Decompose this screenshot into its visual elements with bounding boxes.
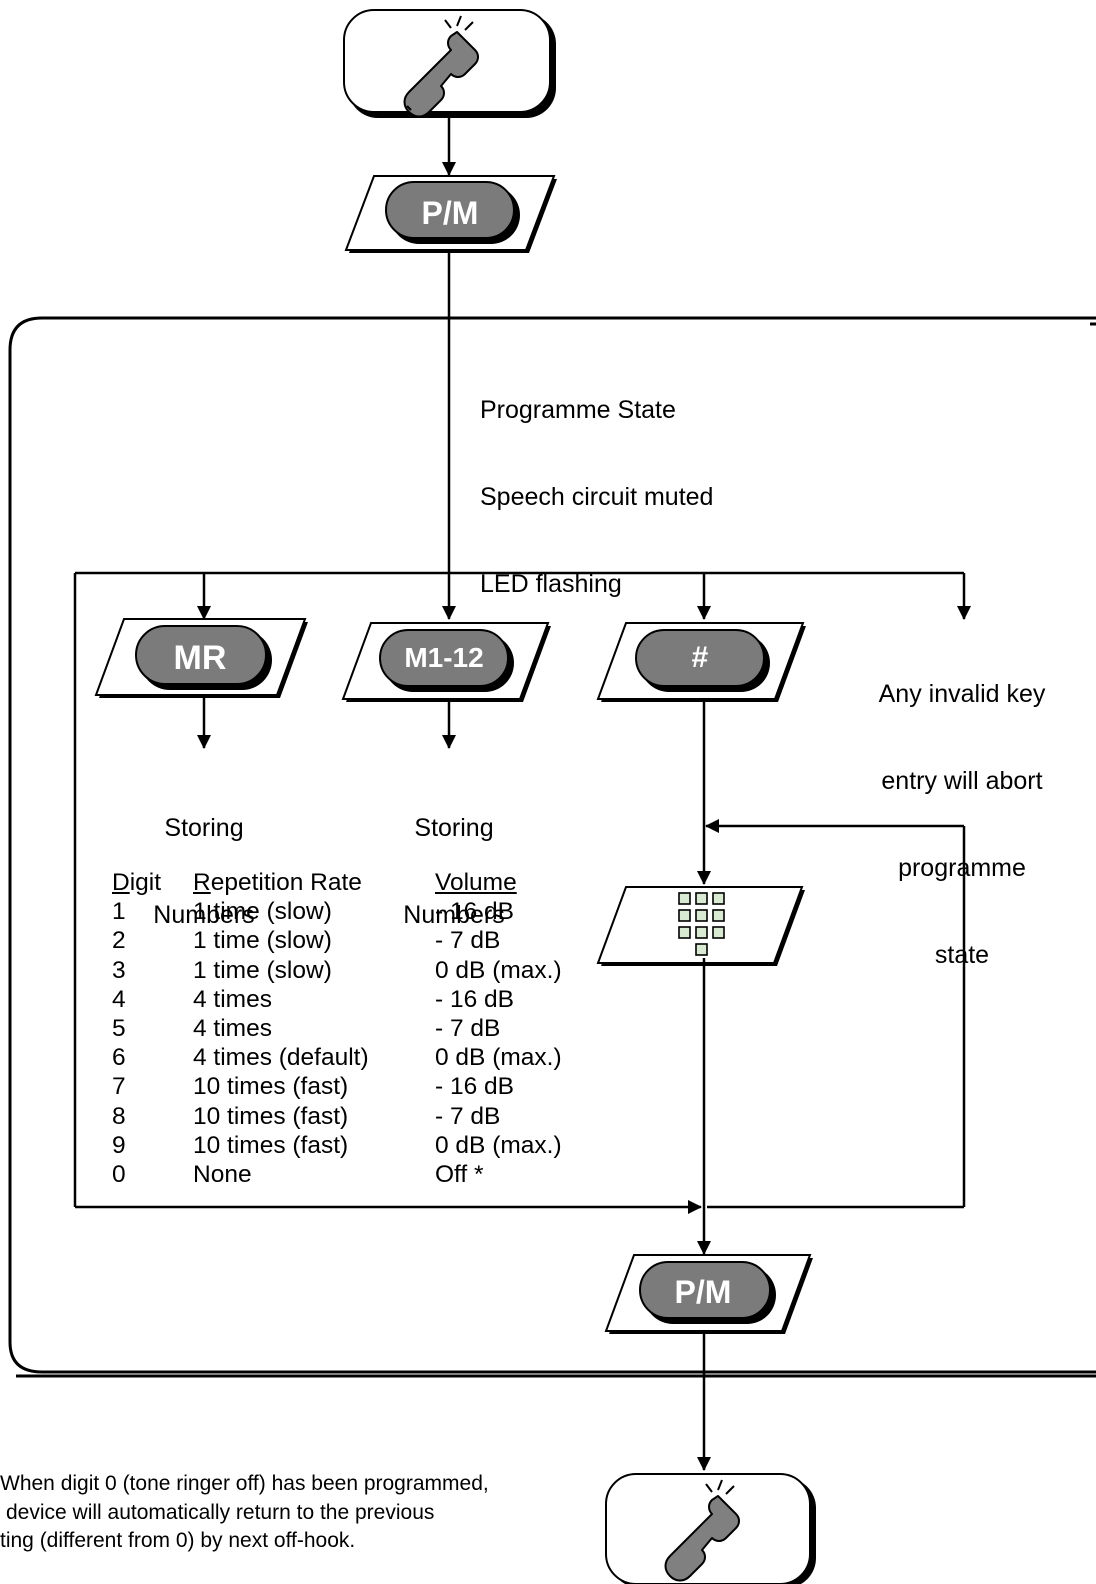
keypad-icon [678,892,725,956]
storing-numbers-m: Storing Numbers [384,756,524,959]
storing-m-line2: Numbers [403,901,505,929]
pm-top-key-box: P/M [344,175,557,253]
cell-volume: 0 dB (max.) [435,956,562,984]
m1-12-key-box: M1-12 [341,622,551,702]
invalid-key-line1: Any invalid key [878,680,1046,708]
pm-bottom-key-label: P/M [675,1274,732,1310]
cell-volume: - 16 dB [435,1073,514,1101]
table-row: 4 4 times - 16 dB [112,985,595,1014]
programme-state-line1: Programme State [480,396,676,424]
cell-rate: 10 times (fast) [193,1073,349,1101]
cell-rate: 1 time (slow) [193,898,332,926]
footnote-line1: When digit 0 (tone ringer off) has been … [0,1472,489,1495]
footnote-line2: device will automatically return to the … [6,1500,435,1524]
invalid-key-line4: state [934,941,990,969]
storing-mr-line2: Numbers [153,901,255,929]
table-row: 2 1 time (slow) - 7 dB [112,926,595,955]
cell-volume: - 16 dB [435,898,514,926]
cell-rate: 1 time (slow) [193,927,332,955]
mr-key-label: MR [174,639,227,677]
pm-bottom-key-box: P/M [604,1254,813,1334]
cell-digit: 9 [112,1131,126,1159]
cell-volume: - 7 dB [435,927,501,955]
footnote: When digit 0 (tone ringer off) has been … [0,1470,560,1556]
table-row: 0 None Off * [112,1160,595,1189]
table-header-row: Digit Repetition Rate Volume [112,868,595,897]
storing-m-line1: Storing [414,814,494,842]
cell-digit: 3 [112,956,126,984]
cell-rate: 4 times (default) [193,1044,369,1072]
cell-volume: - 16 dB [435,985,514,1013]
invalid-key-line3: programme [898,854,1026,882]
storing-mr-line1: Storing [164,814,244,842]
cell-rate: 1 time (slow) [193,956,332,984]
cell-digit: 7 [112,1073,126,1101]
cell-volume: 0 dB (max.) [435,1131,562,1159]
cell-digit: 2 [112,927,126,955]
phone-offhook-icon [664,1479,740,1582]
cell-volume: - 7 dB [435,1015,501,1043]
header-volume: Volume [435,869,517,897]
cell-digit: 0 [112,1160,126,1188]
cell-rate: 4 times [193,1015,272,1043]
table-row: 6 4 times (default) 0 dB (max.) [112,1043,595,1072]
header-rate: Repetition Rate [193,869,362,897]
cell-volume: - 7 dB [435,1102,501,1130]
cell-digit: 1 [112,898,126,926]
cell-rate: 10 times (fast) [193,1102,349,1130]
cell-rate: 10 times (fast) [193,1131,349,1159]
ringer-settings-table: Digit Repetition Rate Volume 1 1 time (sl… [112,868,595,1189]
cell-digit: 4 [112,985,126,1013]
programme-state-line3: LED flashing [480,570,622,598]
mr-key-box: MR [94,618,308,698]
pm-top-key-label: P/M [422,195,479,231]
table-row: 3 1 time (slow) 0 dB (max.) [112,956,595,985]
cell-digit: 5 [112,1015,126,1043]
table-row: 1 1 time (slow) - 16 dB [112,897,595,926]
invalid-key-line2: entry will abort [881,767,1043,795]
keypad-box [596,886,805,966]
invalid-key-note: Any invalid key entry will abort program… [862,622,1062,999]
table-row: 8 10 times (fast) - 7 dB [112,1102,595,1131]
storing-numbers-mr: Storing Numbers [134,756,274,959]
table-row: 7 10 times (fast) - 16 dB [112,1072,595,1101]
m1-12-key-label: M1-12 [404,642,483,673]
cell-digit: 6 [112,1044,126,1072]
phone-offhook-icon [403,15,479,118]
cell-volume: Off * [435,1160,484,1188]
cell-volume: 0 dB (max.) [435,1044,562,1072]
programme-state-text: Programme State Speech circuit muted LED… [480,338,713,628]
header-digit: Digit [112,869,162,897]
programme-state-line2: Speech circuit muted [480,483,714,511]
table-row: 5 4 times - 7 dB [112,1014,595,1043]
cell-rate: None [193,1160,252,1188]
start-offhook-box [343,9,556,118]
table-row: 9 10 times (fast) 0 dB (max.) [112,1131,595,1160]
hash-key-box: # [596,622,806,702]
footnote-line3: ting (different from 0) by next off-hook… [0,1529,356,1552]
cell-rate: 4 times [193,985,272,1013]
hash-key-label: # [692,641,709,674]
end-offhook-box [605,1473,816,1584]
cell-digit: 8 [112,1102,126,1130]
